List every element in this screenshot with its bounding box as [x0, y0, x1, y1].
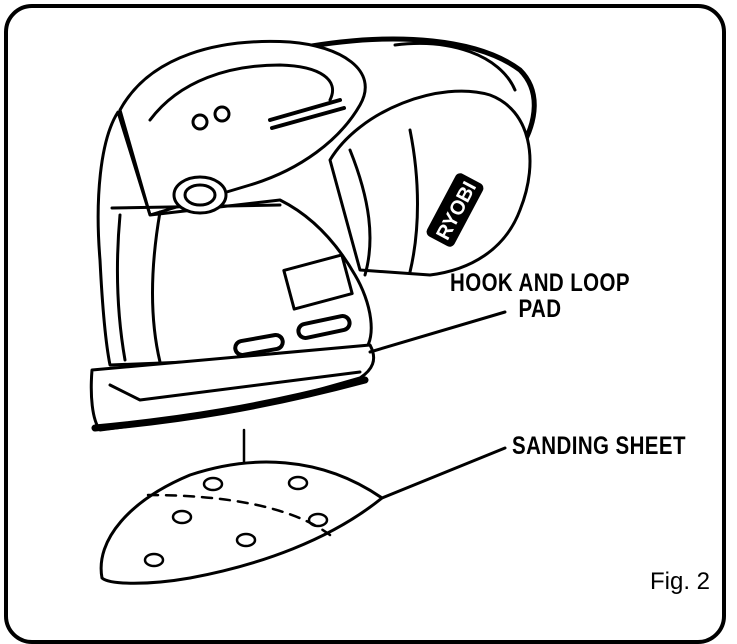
motor-housing: [328, 89, 532, 277]
hook-label-line1: HOOK AND LOOP: [450, 269, 630, 297]
hook-label-line2: PAD: [518, 295, 562, 323]
sanding-sheet-label: SANDING SHEET: [512, 432, 686, 460]
sanding-sheet: [99, 460, 384, 585]
sander-illustration: RYOBI: [89, 36, 537, 585]
sander-body: [96, 110, 373, 367]
figure-number: Fig. 2: [650, 568, 711, 595]
sander-handle: [118, 39, 367, 217]
hook-and-loop-pad-label: HOOK AND LOOP PAD: [450, 270, 630, 322]
